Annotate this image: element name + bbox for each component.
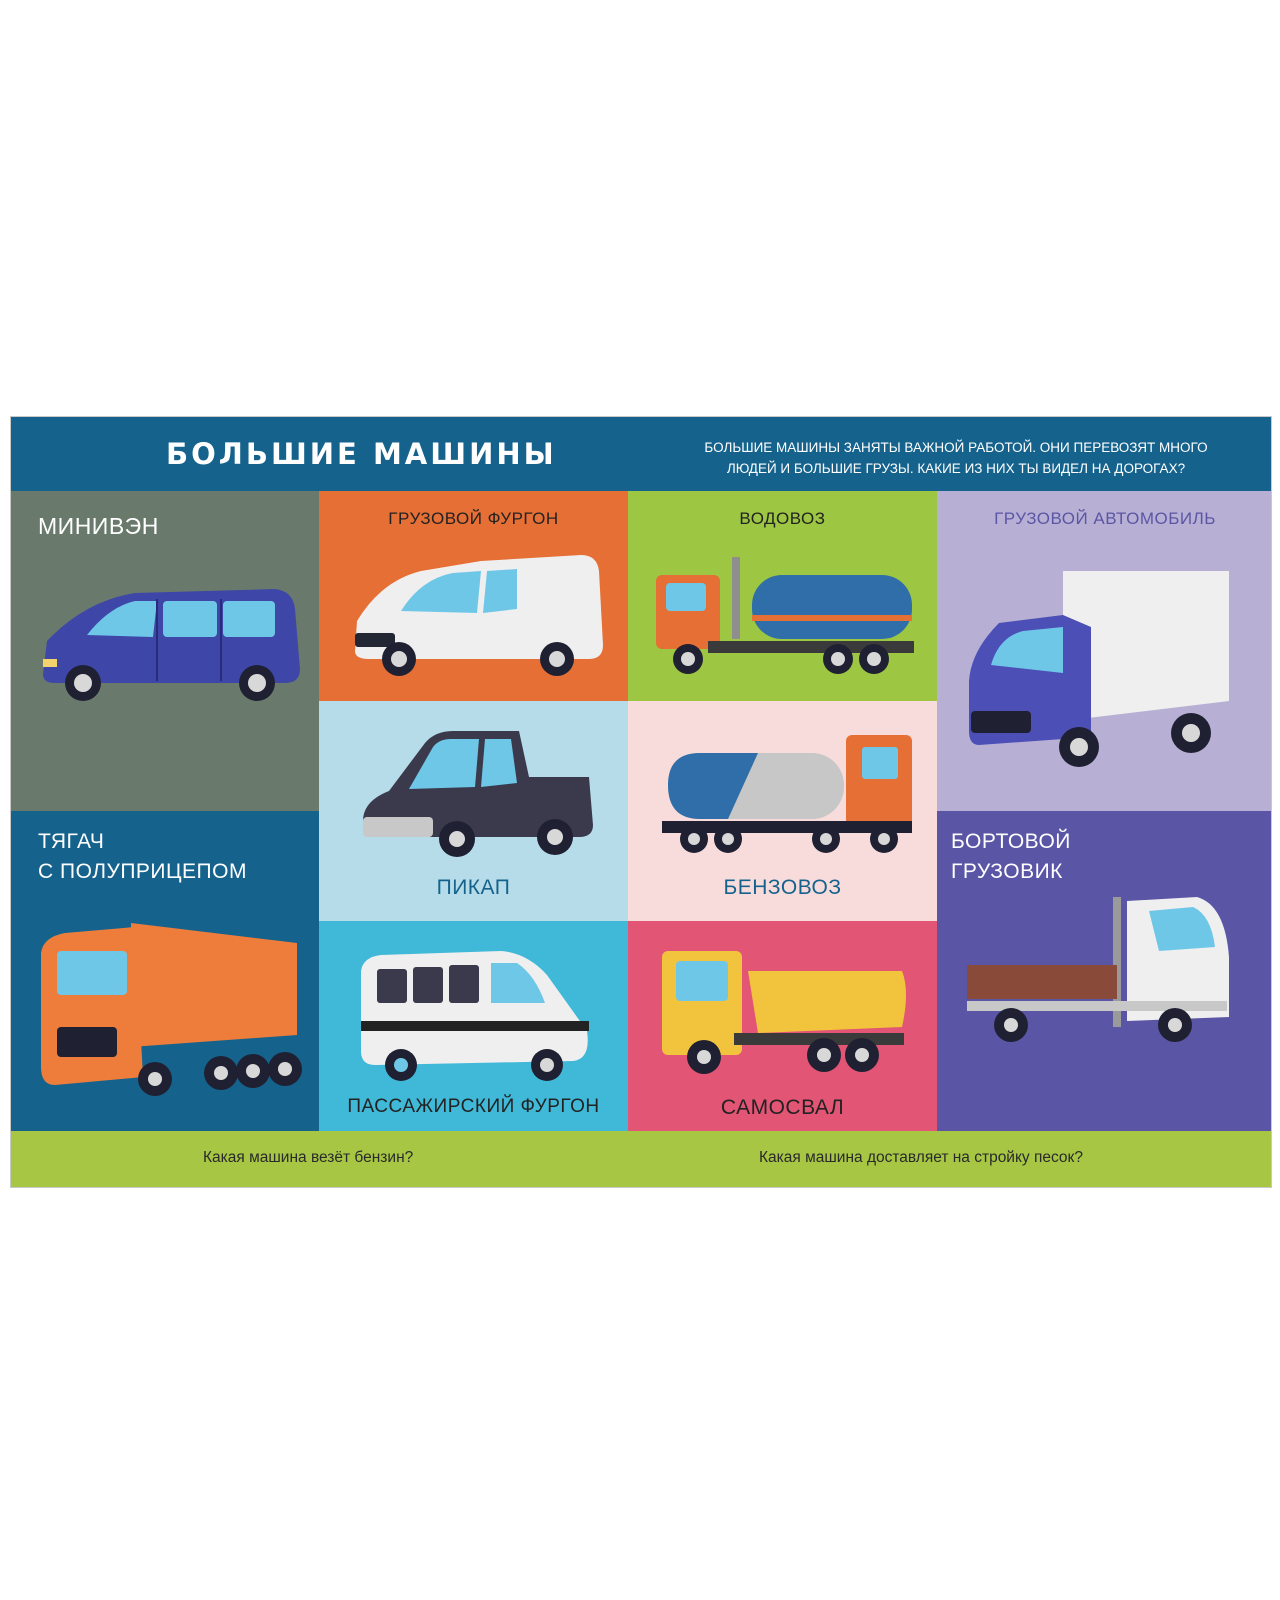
flatbed-illustration	[967, 897, 1229, 1042]
cargo-van-illustration	[355, 555, 603, 676]
cell-minivan: МИНИВЭН	[11, 491, 319, 811]
question-fuel: Какая машина везёт бензин?	[203, 1149, 414, 1166]
label-cargo-van: ГРУЗОВОЙ ФУРГОН	[388, 509, 559, 528]
cell-cargo-van: ГРУЗОВОЙ ФУРГОН	[319, 491, 628, 701]
water-truck-illustration	[656, 557, 914, 674]
page-title: БОЛЬШИЕ МАШИНЫ	[166, 437, 557, 471]
label-passenger-van: ПАССАЖИРСКИЙ ФУРГОН	[347, 1096, 600, 1117]
footer-scalloped-edge	[11, 1127, 1271, 1135]
cell-water-truck: ВОДОВОЗ	[628, 491, 937, 701]
dump-truck-illustration	[662, 951, 906, 1074]
box-truck-illustration	[969, 571, 1229, 767]
label-semi-line-2: С ПОЛУПРИЦЕПОМ	[38, 860, 247, 883]
semi-illustration	[41, 923, 302, 1096]
footer-band: Какая машина везёт бензин? Какая машина …	[11, 1127, 1271, 1187]
fuel-truck-illustration	[662, 735, 912, 853]
cell-box-truck: ГРУЗОВОЙ АВТОМОБИЛЬ	[937, 491, 1271, 811]
pickup-illustration	[363, 731, 593, 857]
label-pickup: ПИКАП	[436, 876, 511, 899]
label-water-truck: ВОДОВОЗ	[739, 509, 826, 528]
intro-line-2: ЛЮДЕЙ И БОЛЬШИЕ ГРУЗЫ. КАКИЕ ИЗ НИХ ТЫ В…	[726, 461, 1186, 476]
question-sand: Какая машина доставляет на стройку песок…	[759, 1149, 1083, 1166]
label-dump-truck: САМОСВАЛ	[720, 1096, 845, 1119]
book-page: БОЛЬШИЕ МАШИНЫ БОЛЬШИЕ МАШИНЫ ЗАНЯТЫ ВАЖ…	[10, 416, 1272, 1188]
label-flatbed: БОРТОВОЙ ГРУЗОВИК	[951, 827, 1071, 887]
minivan-illustration	[43, 589, 300, 701]
intro-text: БОЛЬШИЕ МАШИНЫ ЗАНЯТЫ ВАЖНОЙ РАБОТОЙ. ОН…	[661, 437, 1251, 479]
cell-passenger-van: ПАССАЖИРСКИЙ ФУРГОН	[319, 921, 628, 1131]
label-box-truck: ГРУЗОВОЙ АВТОМОБИЛЬ	[994, 509, 1216, 528]
cell-flatbed: БОРТОВОЙ ГРУЗОВИК	[937, 811, 1271, 1131]
cell-pickup: ПИКАП	[319, 701, 628, 921]
label-semi: ТЯГАЧ С ПОЛУПРИЦЕПОМ	[38, 827, 247, 887]
cell-fuel-truck: БЕНЗОВОЗ	[628, 701, 937, 921]
label-fuel-truck: БЕНЗОВОЗ	[723, 876, 842, 899]
passenger-van-illustration	[361, 951, 589, 1081]
label-minivan: МИНИВЭН	[38, 513, 159, 539]
label-flatbed-line-2: ГРУЗОВИК	[951, 860, 1063, 883]
header-band: БОЛЬШИЕ МАШИНЫ БОЛЬШИЕ МАШИНЫ ЗАНЯТЫ ВАЖ…	[11, 417, 1271, 497]
cell-semi: ТЯГАЧ С ПОЛУПРИЦЕПОМ	[11, 811, 319, 1131]
vehicle-grid: МИНИВЭН ГРУЗОВОЙ ФУРГОН	[11, 491, 1271, 1131]
intro-line-1: БОЛЬШИЕ МАШИНЫ ЗАНЯТЫ ВАЖНОЙ РАБОТОЙ. ОН…	[704, 440, 1208, 455]
label-semi-line-1: ТЯГАЧ	[38, 830, 105, 853]
cell-dump-truck: САМОСВАЛ	[628, 921, 937, 1131]
label-flatbed-line-1: БОРТОВОЙ	[951, 830, 1071, 853]
